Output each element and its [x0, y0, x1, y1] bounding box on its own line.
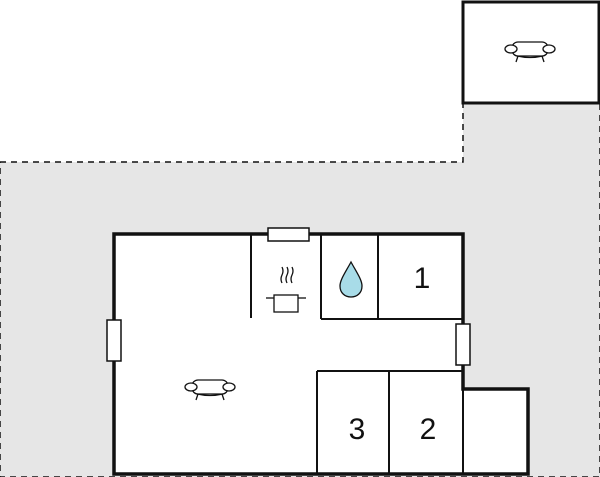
interior-walls [250, 234, 464, 474]
window-right [455, 323, 471, 366]
room-number-3: 3 [349, 413, 366, 446]
window-left [106, 319, 122, 362]
water-drop-icon [339, 260, 363, 298]
cooking-pot-icon [266, 266, 306, 313]
house-interior [114, 234, 528, 474]
window-top [267, 227, 310, 242]
room-number-1: 1 [414, 262, 431, 295]
room-number-2: 2 [420, 413, 437, 446]
